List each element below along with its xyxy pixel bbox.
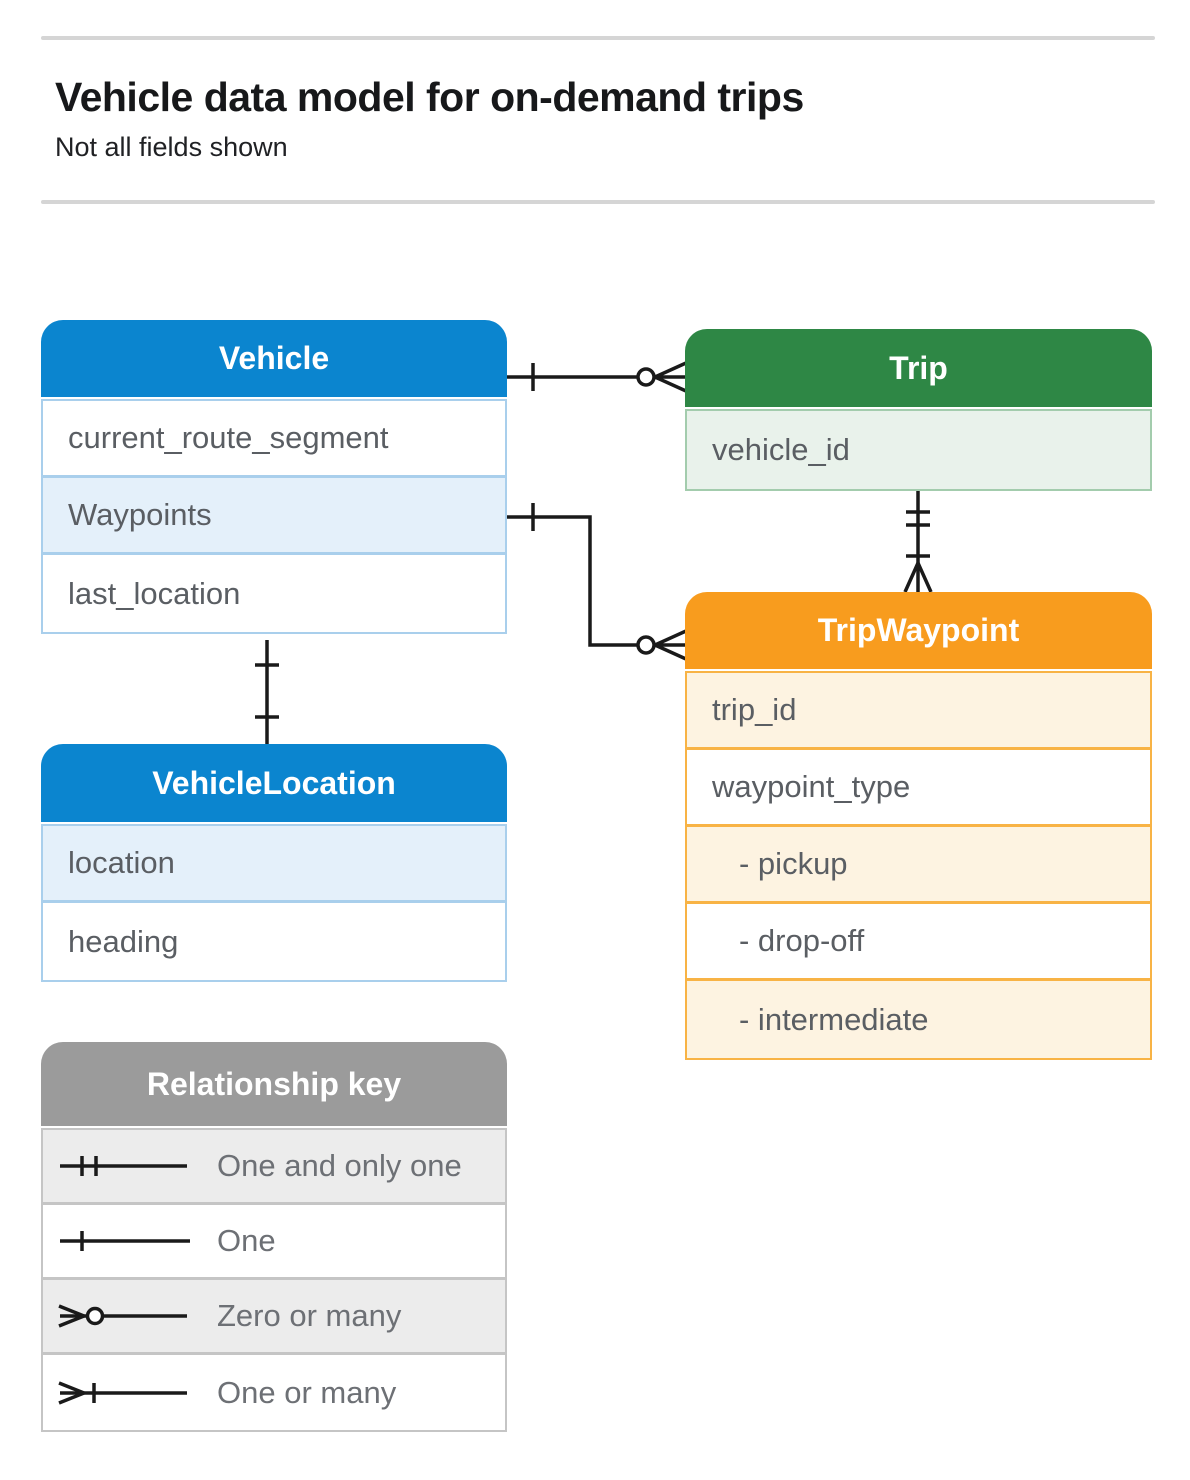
page-title: Vehicle data model for on-demand trips	[55, 74, 804, 120]
connector-trip-tripwaypoint	[903, 491, 933, 593]
connector-vehicle-vehiclelocation	[255, 640, 279, 744]
relationship-key: Relationship key One and only one	[41, 1042, 507, 1432]
field-location: location	[43, 826, 505, 903]
entity-trip-waypoint-fields: trip_id waypoint_type - pickup - drop-of…	[685, 671, 1152, 1060]
entity-vehicle-location-title: VehicleLocation	[41, 744, 507, 822]
one-and-only-one-icon	[60, 1156, 187, 1176]
entity-trip-fields: vehicle_id	[685, 409, 1152, 491]
field-waypoints: Waypoints	[43, 478, 505, 555]
top-divider	[41, 36, 1155, 40]
connector-vehicle-trip	[507, 361, 687, 393]
entity-vehicle-fields: current_route_segment Waypoints last_loc…	[41, 399, 507, 634]
field-heading: heading	[43, 903, 505, 980]
page-subtitle: Not all fields shown	[55, 132, 288, 162]
legend-label: One or many	[217, 1374, 397, 1410]
header-divider	[41, 200, 1155, 204]
entity-vehicle-title: Vehicle	[41, 320, 507, 397]
field-vehicle-id: vehicle_id	[687, 411, 1150, 489]
entity-vehicle-location-fields: location heading	[41, 824, 507, 982]
field-last-location: last_location	[43, 555, 505, 632]
enum-pickup: - pickup	[687, 827, 1150, 904]
one-or-many-icon	[58, 1380, 187, 1405]
field-current-route-segment: current_route_segment	[43, 401, 505, 478]
legend-row-zero-or-many: Zero or many	[43, 1280, 505, 1355]
enum-drop-off: - drop-off	[687, 904, 1150, 981]
entity-vehicle-location: VehicleLocation location heading	[41, 744, 507, 982]
connector-waypoints-tripwaypoint	[507, 503, 687, 661]
legend-row-one-or-many: One or many	[43, 1355, 505, 1430]
entity-trip: Trip vehicle_id	[685, 329, 1152, 491]
legend-label: One	[217, 1223, 276, 1258]
legend-label: One and only one	[217, 1148, 462, 1183]
zero-or-many-icon	[58, 1304, 187, 1328]
legend-row-one-and-only-one: One and only one	[43, 1130, 505, 1205]
entity-vehicle: Vehicle current_route_segment Waypoints …	[41, 320, 507, 634]
field-trip-id: trip_id	[687, 673, 1150, 750]
one-icon	[60, 1231, 190, 1251]
legend-label: Zero or many	[217, 1298, 402, 1333]
relationship-key-title: Relationship key	[41, 1042, 507, 1126]
field-waypoint-type: waypoint_type	[687, 750, 1150, 827]
enum-intermediate: - intermediate	[687, 981, 1150, 1058]
entity-trip-waypoint-title: TripWaypoint	[685, 592, 1152, 669]
entity-trip-waypoint: TripWaypoint trip_id waypoint_type - pic…	[685, 592, 1152, 1060]
relationship-key-rows: One and only one One	[41, 1128, 507, 1432]
legend-row-one: One	[43, 1205, 505, 1280]
entity-trip-title: Trip	[685, 329, 1152, 407]
